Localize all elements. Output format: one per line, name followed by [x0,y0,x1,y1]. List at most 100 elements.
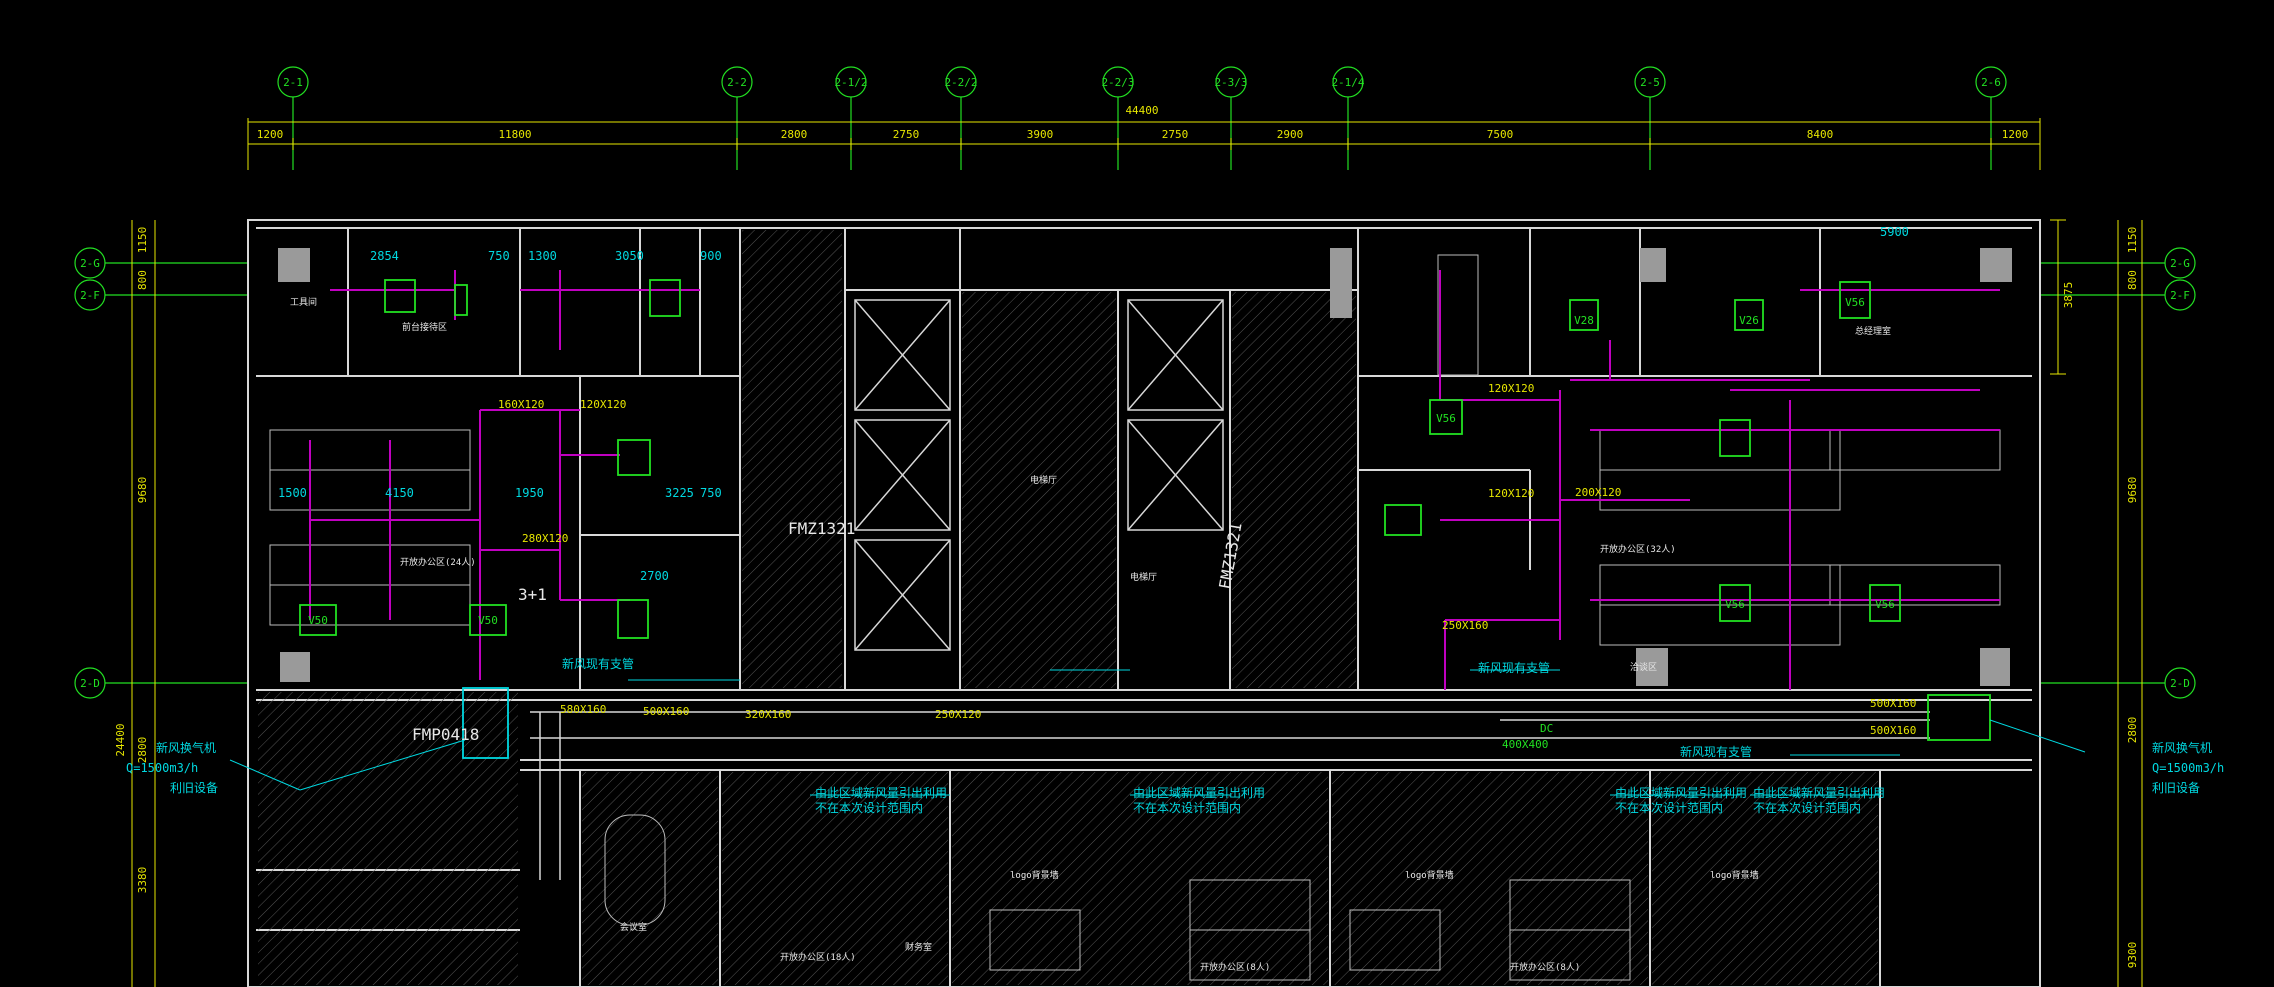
grid-column-bubble [1215,66,1247,170]
grid-column-bubble [1975,66,2007,170]
room-dimension: 900 [700,249,722,263]
dimension-segment: 2750 [893,128,920,141]
fresh-air-unit [384,279,416,313]
scope-note: 由此区域新风量引出利用 [815,785,947,800]
room-label: 前台接待区 [402,321,447,333]
dimension-right: 2800 [2126,717,2139,744]
room-label: 开放办公区(8人) [1200,961,1270,973]
scope-note: 由此区域新风量引出利用 [1615,785,1747,800]
grid-row-label: 2-F [80,289,100,302]
dc-tag: DC [1540,722,1553,735]
unit-label: V26 [1739,314,1759,327]
dimension-right: 3875 [2062,282,2075,309]
door-tag: FMP0418 [412,725,479,744]
office-floor [722,772,948,985]
unit-label: V56 [1875,598,1895,611]
room-dimension: 3050 [615,249,644,263]
fresh-air-note: 新风换气机 [156,740,216,755]
grid-column-bubble [835,66,867,170]
fresh-air-exchanger [1927,694,1991,741]
scope-note: 由此区域新风量引出利用 [1133,785,1265,800]
grid-column-label: 2-1 [283,76,303,89]
grid-column-label: 2-3/3 [1214,76,1247,89]
duct-size: 400X400 [1502,738,1548,751]
grid-row-label: 2-D [80,677,100,690]
room-dimension: 750 [488,249,510,263]
duct-size: 120X120 [1488,382,1534,395]
fresh-air-unit [1734,299,1764,331]
fresh-air-note: Q=1500m3/h [2152,761,2224,775]
door-tag: FMZ1321 [788,519,855,538]
fresh-air-note: 利旧设备 [2152,781,2200,795]
dimension-segment: 2900 [1277,128,1304,141]
room-label: 电梯厅 [1030,474,1057,486]
room-label: 总经理室 [1855,325,1891,337]
room-area-tag: 3+1 [518,585,547,604]
unit-label: V50 [308,614,328,627]
grid-column-label: 2-2/2 [944,76,977,89]
unit-label: V56 [1436,412,1456,425]
room-label: 财务室 [905,941,932,953]
grid-column-label: 2-1/2 [834,76,867,89]
elevator-lobby [962,292,1116,688]
fresh-air-note: 新风换气机 [2152,740,2212,755]
dimension-right: 9680 [2126,477,2139,504]
duct-size: 250X120 [935,708,981,721]
grid-column-bubble [721,66,753,170]
grid-column-bubble [945,66,977,170]
room-label: logo背景墙 [1710,869,1759,881]
grid-row-label: 2-G [2170,257,2190,270]
room-label: 洽谈区 [1630,661,1657,673]
duct-size: 160X120 [498,398,544,411]
dimension-segment: 2750 [1162,128,1189,141]
room-dimension: 1500 [278,486,307,500]
room-label: 开放办公区(8人) [1510,961,1580,973]
stair-core [1232,292,1356,688]
dimension-left: 24400 [114,723,127,756]
duct-size: 120X120 [580,398,626,411]
scope-note: 不在本次设计范围内 [815,801,923,815]
elevator-shaft [854,419,951,531]
room-label: 电梯厅 [1130,571,1157,583]
fresh-air-note: Q=1500m3/h [126,761,198,775]
grid-column-label: 2-1/4 [1331,76,1364,89]
dimension-segment: 2800 [781,128,808,141]
fresh-air-unit [649,279,681,317]
office-floor [582,772,718,985]
dimension-segment: 7500 [1487,128,1514,141]
duct-size: 200X120 [1575,486,1621,499]
office-floor [1332,772,1648,985]
dimension-segment: 3900 [1027,128,1054,141]
grid-column-bubble [277,66,309,170]
room-dimension: 4150 [385,486,414,500]
office-floor [1652,772,1878,985]
room-dimension: 1950 [515,486,544,500]
duct-size: 500X160 [1870,724,1916,737]
room-label: 开放办公区(32人) [1600,543,1676,555]
grid-row-label: 2-F [2170,289,2190,302]
fresh-air-unit [617,439,651,476]
grid-column-bubble [1634,66,1666,170]
room-dimension: 3225 [665,486,694,500]
duct-size: 250X160 [1442,619,1488,632]
fresh-air-unit [299,604,337,636]
room-dimension: 1300 [528,249,557,263]
duct-size: 120X120 [1488,487,1534,500]
room-label: 工具间 [290,296,317,308]
stair-core [742,230,842,688]
fresh-air-exchanger [462,687,509,759]
duct-size: 320X160 [745,708,791,721]
elevator-shaft [854,539,951,651]
unit-label: V28 [1574,314,1594,327]
room-label: 开放办公区(24人) [400,556,476,568]
dimension-segment: 8400 [1807,128,1834,141]
duct-size: 580X160 [560,703,606,716]
scope-note: 由此区域新风量引出利用 [1753,785,1885,800]
duct-size: 500X160 [1870,697,1916,710]
unit-label: V56 [1845,296,1865,309]
grid-column-label: 2-6 [1981,76,2001,89]
grid-row-label: 2-G [80,257,100,270]
fresh-air-unit [1429,399,1463,435]
fresh-air-unit [1869,584,1901,622]
